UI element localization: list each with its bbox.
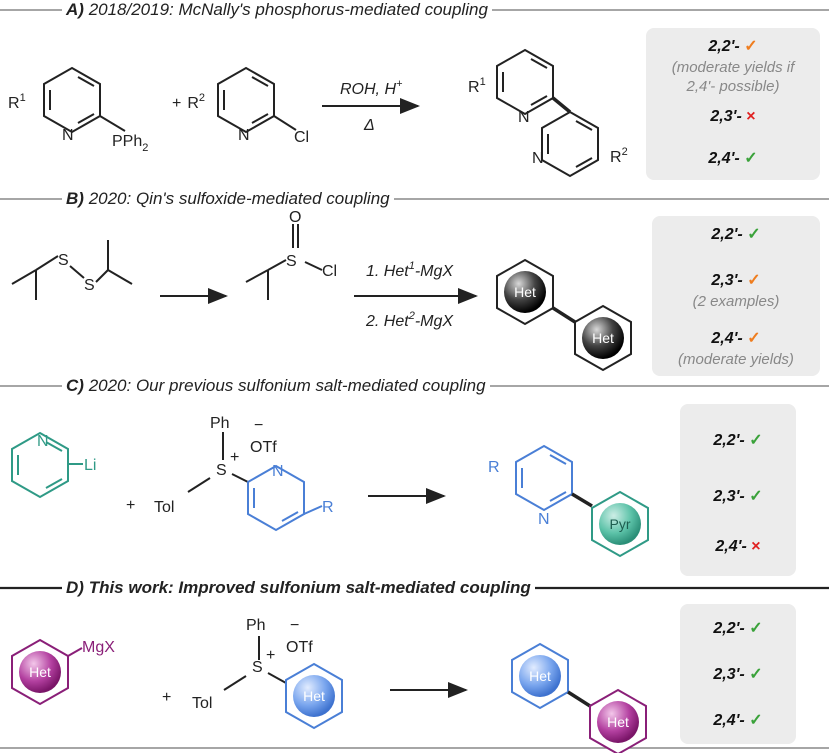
a-n1-label: N [62,127,74,144]
c-n1: N [37,433,49,450]
b-result-23-note: (2 examples) [692,293,780,310]
section-b-title: B) 2020: Qin's sulfoxide-mediated coupli… [62,189,394,209]
d-plus: + [162,689,171,706]
d-product-het2: Het [607,714,629,730]
section-c-results: 2,2'- ✓ 2,3'- ✓ 2,4'- × [680,404,796,576]
d-het-label: Het [29,664,51,680]
section-a-results: 2,2'- ✓ (moderate yields if 2,4'- possib… [646,28,820,180]
a-cl-label: Cl [294,129,309,146]
b-s3: S [286,253,297,270]
d-ph: Ph [246,617,266,634]
c-tol: Tol [154,499,174,516]
c-product-n: N [538,511,550,528]
c-product-pyr [571,490,649,558]
section-b-results: 2,2'- ✓ 2,3'- ✓ (2 examples) 2,4'- ✓ (mo… [652,216,820,376]
b-sulfinyl-chloride [245,224,323,300]
c-n2: N [272,463,284,480]
a-product-r2: R2 [610,146,628,166]
a-conditions-top: ROH, H+ [340,78,403,98]
b-o: O [289,209,301,226]
a-product-r1: R1 [468,76,486,96]
d-charge: + [266,647,275,664]
c-product-r: R [488,459,500,476]
section-c-title: C) 2020: Our previous sulfonium salt-med… [62,376,490,396]
b-step1: 1. Het1-MgX [366,260,454,280]
a-n2-label: N [238,127,250,144]
a-result-23: 2,3'- × [710,108,756,125]
c-ph: Ph [210,415,230,432]
c-plus: + [126,497,135,514]
c-otf: OTf [250,439,277,456]
c-pyr-label: Pyr [610,516,631,532]
c-result-23: 2,3'- ✓ [713,488,763,505]
d-result-23: 2,3'- ✓ [713,666,763,683]
c-minus: − [254,417,263,434]
d-mgx: MgX [82,639,115,656]
c-s: S [216,462,227,479]
c-result-24: 2,4'- × [715,538,761,555]
c-product-pyridine [515,444,573,512]
a-result-24: 2,4'- ✓ [708,150,758,167]
b-het2-label: Het [592,330,614,346]
d-het-grignard [11,638,83,706]
a-r1-label: R1 [8,92,26,112]
d-sulfonium-core [223,636,287,691]
b-cl: Cl [322,263,337,280]
d-otf: OTf [286,639,313,656]
b-s2: S [84,277,95,294]
d-tol: Tol [192,695,212,712]
b-step2: 2. Het2-MgX [365,310,454,330]
c-lithio-pyridine [11,431,83,499]
section-d-results: 2,2'- ✓ 2,3'- ✓ 2,4'- ✓ [680,604,796,744]
b-disulfide [11,240,133,300]
d-product-het1: Het [529,668,551,684]
b-s1: S [58,252,69,269]
section-d-title: D) This work: Improved sulfonium salt-me… [62,578,535,598]
c-charge: + [230,449,239,466]
d-het2-label: Het [303,688,325,704]
a-product-n2: N [532,150,544,167]
b-het-biaryl [496,258,632,372]
d-minus: − [290,617,299,634]
d-sulfonium-het [285,662,343,730]
a-result-note: (moderate yields if 2,4'- possible) [671,59,795,95]
a-product-n1: N [518,109,530,126]
a-pyridine-1 [43,66,126,134]
a-plus: +R2 [172,92,205,112]
a-result-22: 2,2'- ✓ [708,38,758,55]
a-pph2-label: PPh2 [112,133,148,154]
section-a-title: A) 2018/2019: McNally's phosphorus-media… [62,0,492,20]
d-product-biaryl [511,642,647,753]
d-s: S [252,659,263,676]
c-li: Li [84,457,96,474]
b-result-24-note: (moderate yields) [678,351,794,368]
b-result-24: 2,4'- ✓ [711,330,761,347]
c-r: R [322,499,334,516]
d-result-24: 2,4'- ✓ [713,712,763,729]
c-result-22: 2,2'- ✓ [713,432,763,449]
c-sulfonium-pyridine [247,464,323,532]
a-pyridine-2 [217,66,297,134]
a-bipyridine [496,48,599,178]
b-result-22: 2,2'- ✓ [711,226,761,243]
b-het1-label: Het [514,284,536,300]
a-conditions-bottom: Δ [363,117,375,134]
d-result-22: 2,2'- ✓ [713,620,763,637]
b-result-23: 2,3'- ✓ [711,272,761,289]
c-sulfonium-core [187,432,249,493]
